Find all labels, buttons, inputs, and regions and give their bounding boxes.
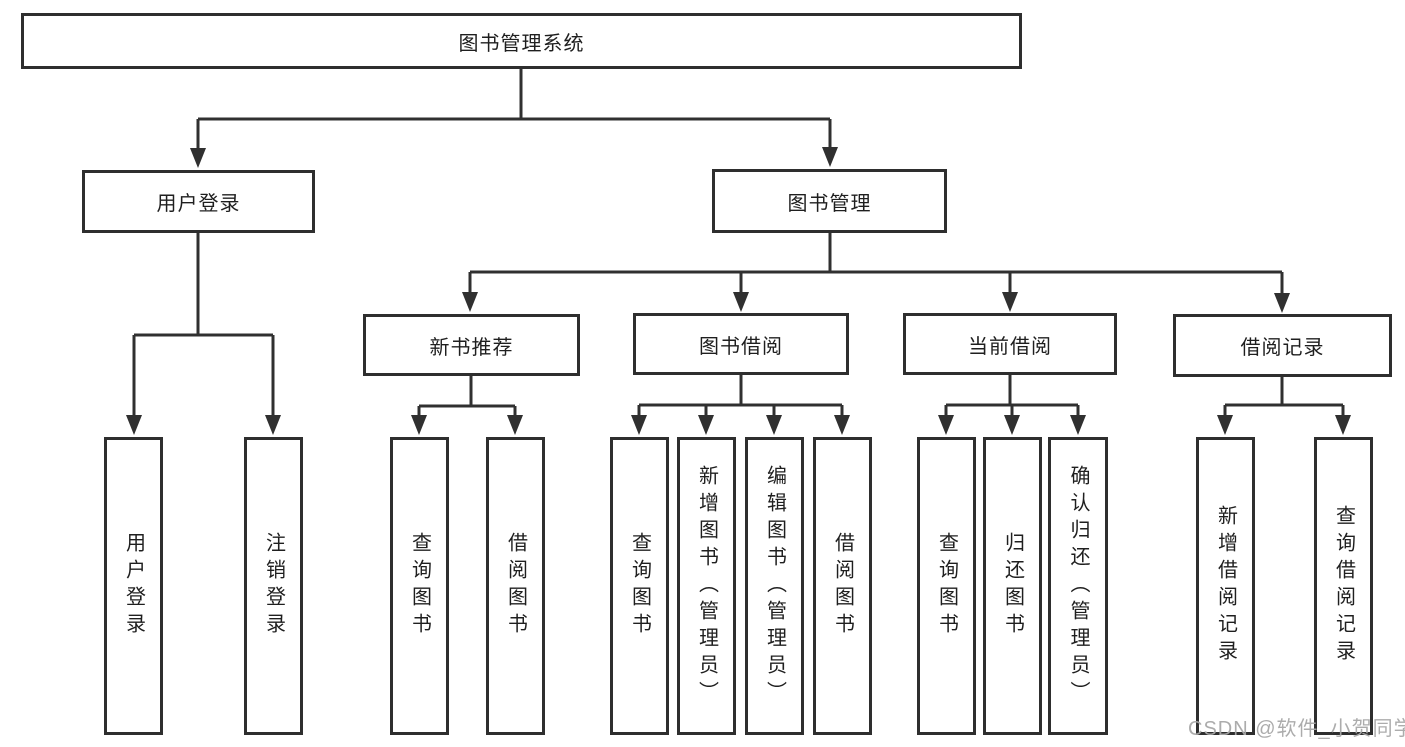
node-library-management-system: 图书管理系统 <box>21 13 1022 69</box>
leaf-edit-books-admin: 编辑图书（管理员） <box>745 437 804 735</box>
node-current-borrowing: 当前借阅 <box>903 313 1117 375</box>
csdn-watermark: CSDN @软件_小贺同学 <box>1188 718 1405 740</box>
leaf-query-borrow-record: 查询借阅记录 <box>1314 437 1373 735</box>
arrowhead-icons <box>126 147 1351 435</box>
leaf-return-books: 归还图书 <box>983 437 1042 735</box>
leaf-confirm-return-admin: 确认归还（管理员） <box>1048 437 1108 735</box>
leaf-borrow-books-recommend: 借阅图书 <box>486 437 545 735</box>
leaf-query-books-current: 查询图书 <box>917 437 976 735</box>
leaf-borrow-books: 借阅图书 <box>813 437 872 735</box>
leaf-add-books-admin: 新增图书（管理员） <box>677 437 736 735</box>
node-new-book-recommendation: 新书推荐 <box>363 314 580 376</box>
leaf-query-books-recommend: 查询图书 <box>390 437 449 735</box>
leaf-add-borrow-record: 新增借阅记录 <box>1196 437 1255 735</box>
node-book-management: 图书管理 <box>712 169 947 233</box>
leaf-logout: 注销登录 <box>244 437 303 735</box>
node-book-borrowing: 图书借阅 <box>633 313 849 375</box>
leaf-user-login: 用户登录 <box>104 437 163 735</box>
node-borrowing-records: 借阅记录 <box>1173 314 1392 377</box>
node-user-login: 用户登录 <box>82 170 315 233</box>
leaf-query-books-borrow: 查询图书 <box>610 437 669 735</box>
